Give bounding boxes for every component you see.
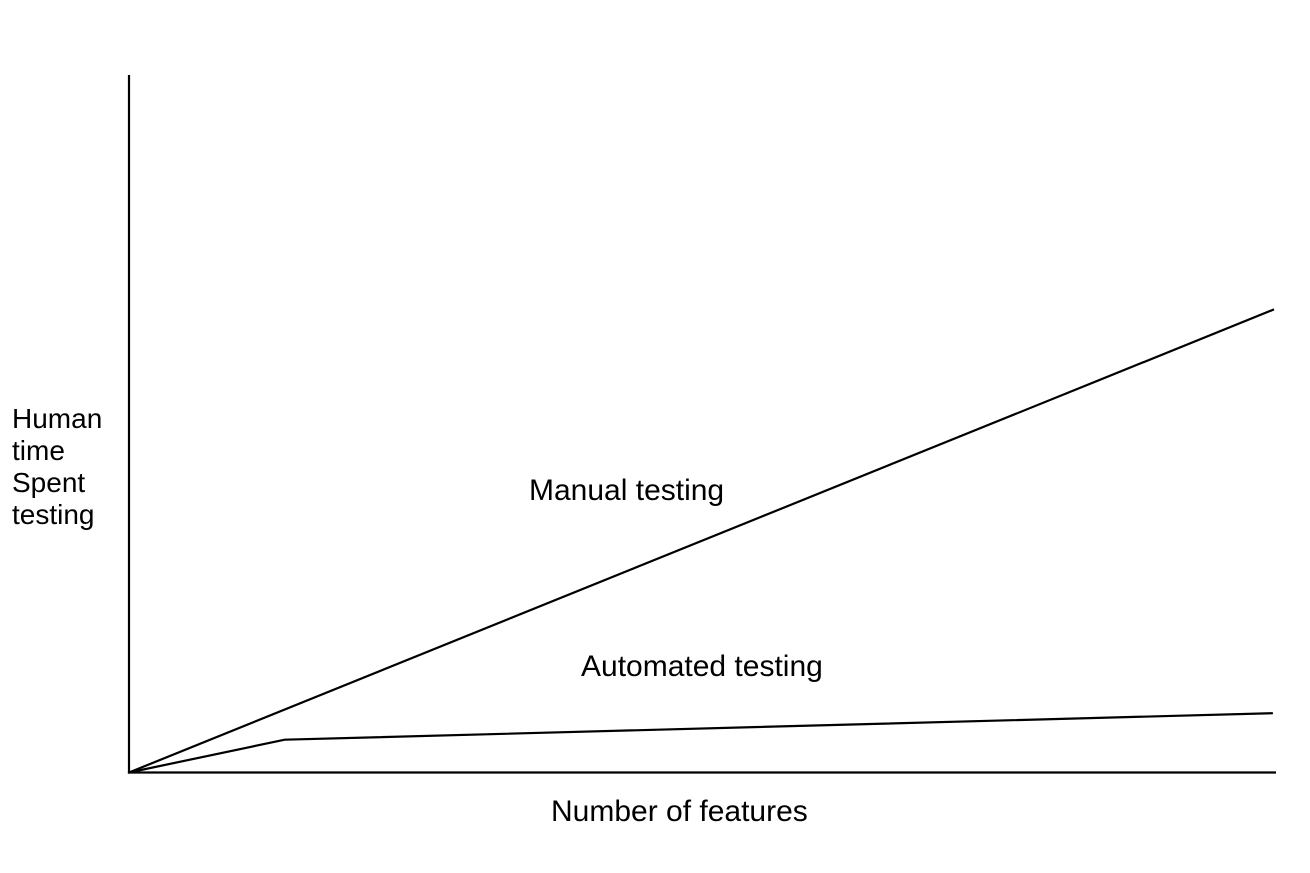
x-axis-label: Number of features — [551, 795, 808, 828]
series-label-manual-testing: Manual testing — [529, 474, 725, 507]
series-line-manual-testing — [128, 308, 1275, 774]
y-axis-label-line: Human — [12, 403, 103, 434]
y-axis-label-line: Spent — [12, 467, 86, 498]
y-axis-label-line: time — [12, 435, 65, 466]
series-label-automated-testing: Automated testing — [581, 650, 823, 683]
y-axis-label: Human time Spent testing — [12, 403, 132, 531]
series-line-automated-testing — [128, 712, 1273, 774]
y-axis-label-line: testing — [12, 499, 95, 530]
